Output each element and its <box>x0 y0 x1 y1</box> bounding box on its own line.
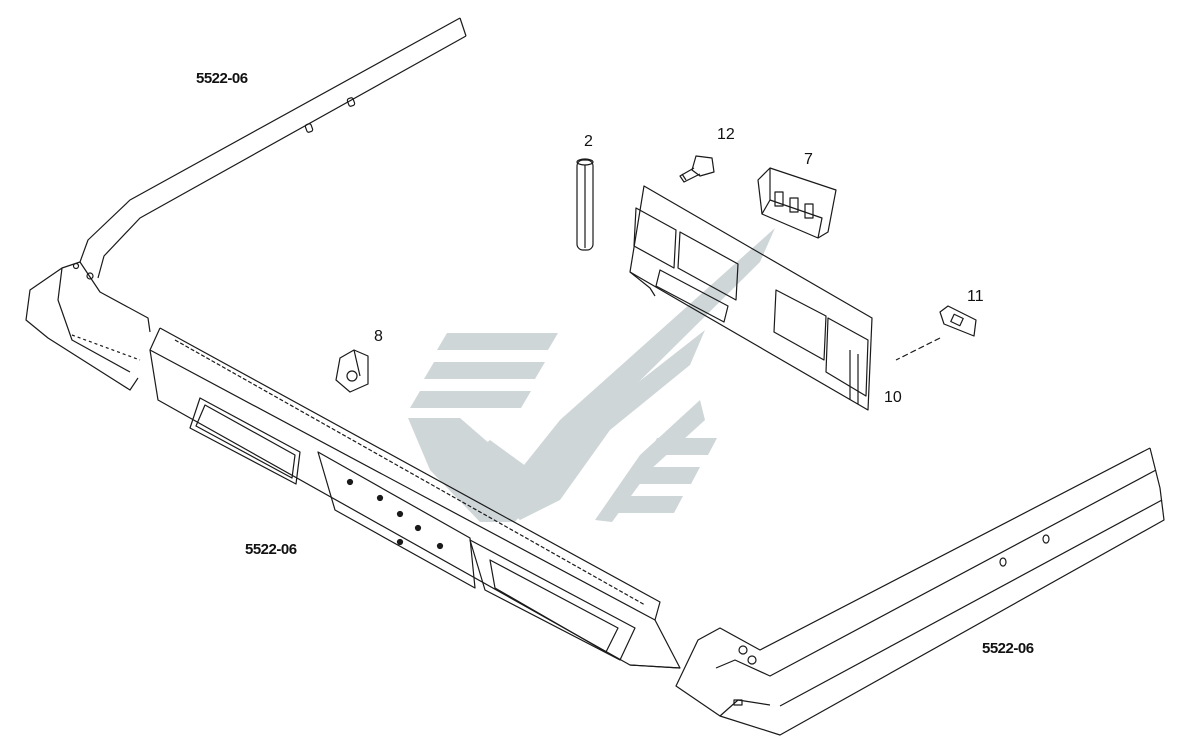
part-8-nut <box>335 349 369 393</box>
part-number-8: 8 <box>374 328 383 345</box>
part-number-7: 7 <box>804 151 813 168</box>
watermark-logo <box>408 228 775 522</box>
left-corner-trim <box>25 17 467 391</box>
part-11-clip <box>895 305 977 361</box>
part-12-bolt <box>679 155 715 183</box>
center-bumper <box>149 327 681 669</box>
ref-label-bottom-left: 5522-06 <box>245 541 297 558</box>
right-corner-trim <box>675 447 1165 736</box>
part-number-10: 10 <box>884 389 902 406</box>
part-number-2: 2 <box>584 133 593 150</box>
part-2-pin <box>576 158 594 251</box>
part-number-12: 12 <box>717 126 735 143</box>
line-art <box>25 17 1165 736</box>
ref-label-bottom-right: 5522-06 <box>982 640 1034 657</box>
part-number-11: 11 <box>967 288 984 305</box>
part-7-connector <box>757 167 837 239</box>
ref-label-top-left: 5522-06 <box>196 70 248 87</box>
part-10-panel <box>629 185 873 411</box>
